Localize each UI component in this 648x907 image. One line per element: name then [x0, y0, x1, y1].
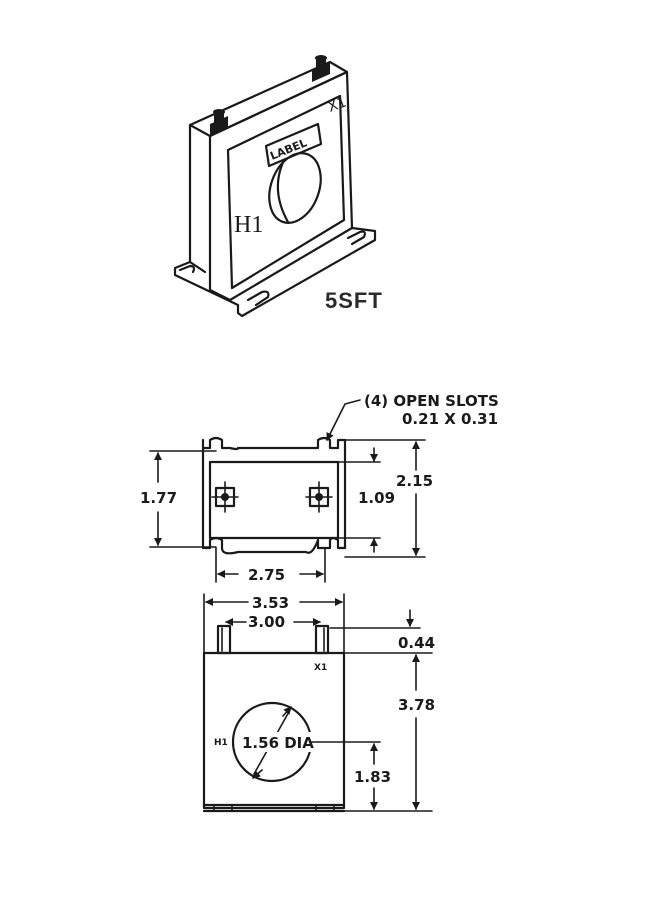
- iso-x1-text: X1: [326, 94, 349, 115]
- iso-window-hole: [268, 152, 322, 224]
- iso-front-face: [208, 70, 354, 302]
- dim-2-15: 2.15: [396, 472, 433, 490]
- iso-slot-front: [246, 290, 270, 307]
- top-view-body: [208, 460, 340, 540]
- iso-terminal-right: [312, 55, 330, 82]
- hole-label-bg: [240, 732, 312, 752]
- front-terminal-left: [216, 624, 232, 655]
- iso-hole-depth: [276, 158, 290, 224]
- dim-1-56-dia: 1.56 DIA: [242, 734, 314, 752]
- front-x1-text: X1: [314, 663, 327, 673]
- iso-terminal-left: [210, 109, 228, 136]
- top-view-outline: [201, 436, 347, 555]
- dim-0-44: 0.44: [398, 634, 435, 652]
- model-name: 5SFT: [325, 288, 383, 313]
- front-terminal-right: [314, 624, 330, 655]
- dim-1-77: 1.77: [140, 489, 177, 507]
- top-terminal-left: [211, 481, 239, 513]
- slots-note-line1: (4) OPEN SLOTS: [364, 392, 499, 410]
- dim-1-83: 1.83: [354, 768, 391, 786]
- front-view: 1.56 DIA H1 X1 3.53 3.00 0.44 3.78 1.83: [202, 593, 435, 813]
- dim-3-53: 3.53: [252, 594, 289, 612]
- iso-h1-text: H1: [234, 212, 263, 238]
- iso-base-front: [173, 226, 377, 318]
- isometric-view: LABEL H1 X1: [173, 55, 377, 318]
- slots-leader: [326, 399, 361, 441]
- iso-label-box: [264, 122, 323, 168]
- top-view: (4) OPEN SLOTS 0.21 X 0.31 2.15 1.09 1.7…: [140, 392, 499, 584]
- iso-side-edge: [188, 123, 207, 274]
- dim-arrow: [252, 769, 263, 779]
- iso-slot-right: [346, 230, 366, 246]
- dim-arrow: [282, 706, 292, 717]
- iso-inner-face: [226, 94, 346, 290]
- dim-1-09: 1.09: [358, 489, 395, 507]
- dim-2-75: 2.75: [248, 566, 285, 584]
- front-h1-text: H1: [214, 738, 228, 748]
- top-terminal-right: [305, 481, 333, 513]
- slots-note-line2: 0.21 X 0.31: [402, 410, 498, 428]
- front-body: [202, 651, 346, 810]
- dim-3-00: 3.00: [248, 613, 285, 631]
- iso-slot-left: [178, 264, 196, 274]
- dim-3-78: 3.78: [398, 696, 435, 714]
